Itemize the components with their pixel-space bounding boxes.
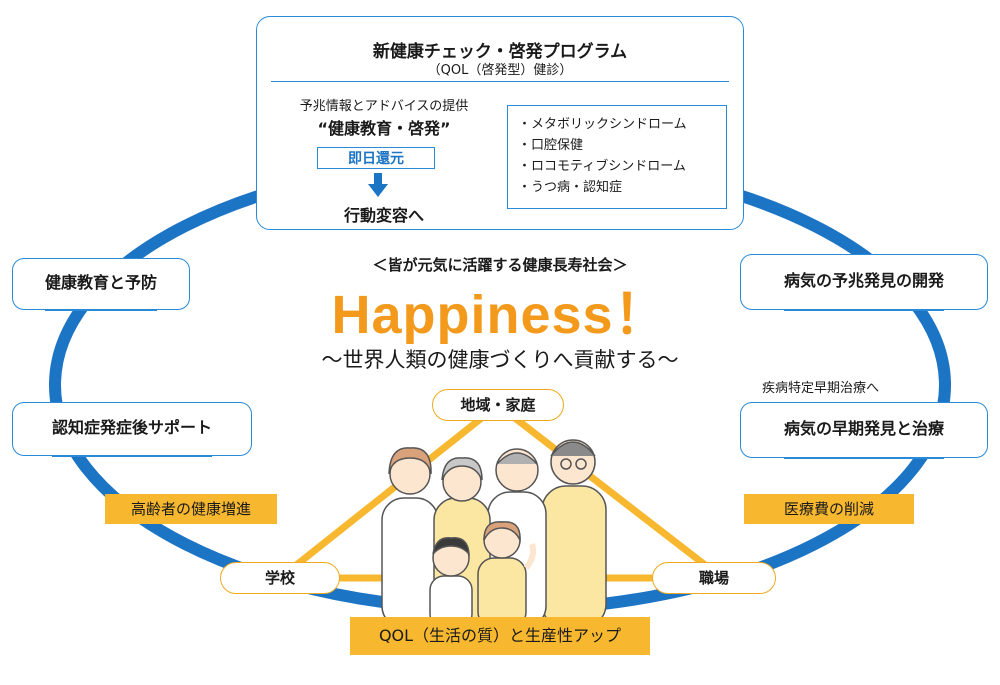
family-illustration <box>381 439 607 628</box>
condition-item: ・うつ病・認知症 <box>518 180 623 195</box>
medical-cost-box: 医療費の削減 <box>744 494 914 524</box>
program-divider <box>271 81 729 82</box>
education-text: “健康教育・啓発” <box>317 119 451 138</box>
education-prevention-box: 健康教育と予防 <box>12 258 190 311</box>
early-sign-development-label: 病気の予兆発見の開発 <box>783 255 944 311</box>
condition-item: ・メタボリックシンドローム <box>518 117 687 132</box>
education-prevention-label: 健康教育と予防 <box>44 259 157 311</box>
elderly-health-box: 高齢者の健康増進 <box>105 494 277 524</box>
early-sign-development-box: 病気の予兆発見の開発 <box>740 254 988 311</box>
dementia-support-label: 認知症発症後サポート <box>51 403 212 457</box>
behavior-change-text: 行動変容へ <box>343 206 424 225</box>
early-detection-treatment-box: 病気の早期発見と治療 <box>740 402 988 459</box>
condition-list: ・メタボリックシンドローム ・口腔保健 ・ロコモティブシンドローム ・うつ病・認… <box>507 105 727 209</box>
qol-productivity-box: QOL（生活の質）と生産性アップ <box>350 617 650 655</box>
program-title: 新健康チェック・啓発プログラム <box>372 42 628 62</box>
same-day-tag: 即日還元 <box>317 147 435 169</box>
early-treatment-note: 疾病特定早期治療へ <box>762 381 880 396</box>
society-heading: ＜皆が元気に活躍する健康長寿社会＞ <box>372 256 628 274</box>
dementia-support-box: 認知症発症後サポート <box>12 402 252 457</box>
program-subtitle: （QOL（啓発型）健診） <box>427 63 573 78</box>
workplace-node: 職場 <box>652 562 776 594</box>
happiness-title: Happiness！ <box>331 285 669 345</box>
condition-item: ・口腔保健 <box>518 138 584 153</box>
condition-item: ・ロコモティブシンドローム <box>518 159 686 174</box>
program-box: 新健康チェック・啓発プログラム （QOL（啓発型）健診） 予兆情報とアドバイスの… <box>256 16 744 230</box>
advice-text: 予兆情報とアドバイスの提供 <box>299 99 469 114</box>
community-node: 地域・家庭 <box>432 389 564 421</box>
early-detection-treatment-label: 病気の早期発見と治療 <box>783 403 944 459</box>
contribution-tagline: ～世界人類の健康づくりへ貢献する～ <box>321 348 679 372</box>
school-node: 学校 <box>220 562 340 594</box>
down-arrow-icon <box>368 173 388 197</box>
